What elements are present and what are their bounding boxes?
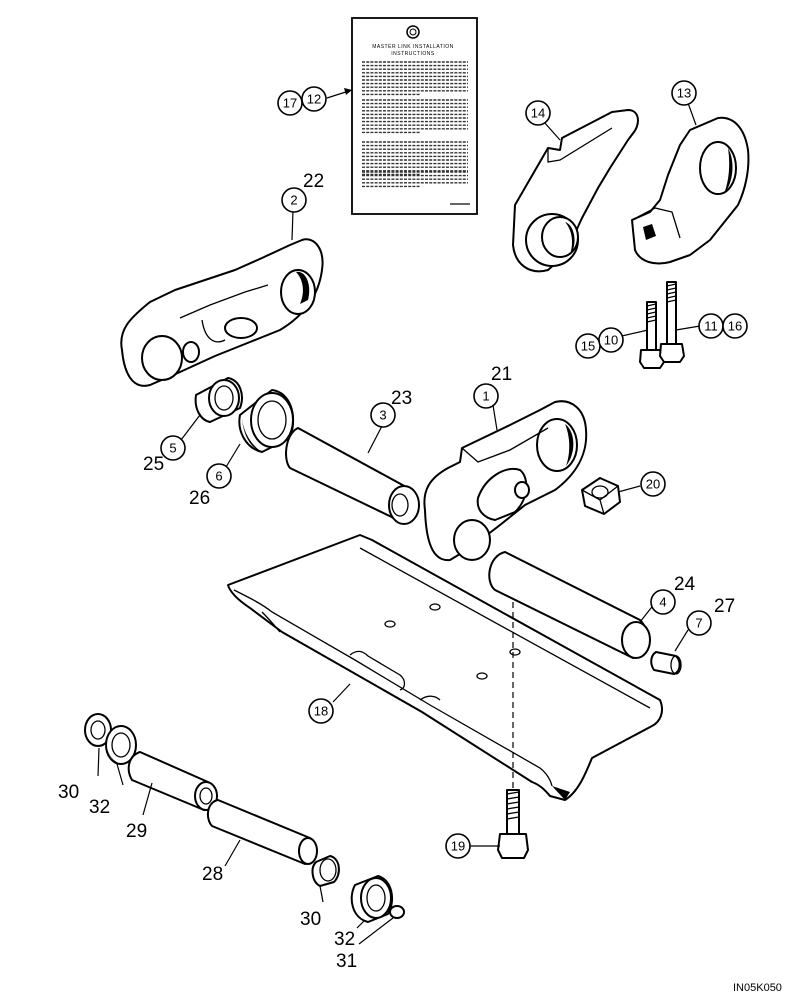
callout-1[interactable]: 1 [473, 383, 499, 409]
callout-15[interactable]: 15 [575, 333, 601, 359]
track-shoe-18 [227, 534, 663, 801]
pin-28 [206, 799, 318, 865]
label-27: 27 [714, 596, 735, 617]
svg-text:17: 17 [283, 96, 297, 111]
seal-32-lower [350, 875, 394, 923]
washer-30-upper [84, 713, 112, 747]
washer-30-lower [311, 855, 340, 887]
bushing-5 [194, 377, 243, 423]
master-link-half-14 [512, 109, 639, 273]
callout-16[interactable]: 16 [722, 313, 748, 339]
pin-3 [285, 427, 420, 525]
svg-text:4: 4 [659, 595, 666, 610]
bolt-19 [497, 789, 529, 859]
svg-text:19: 19 [451, 839, 465, 854]
bushing-29 [127, 751, 218, 811]
callout-12[interactable]: 12 [301, 86, 327, 112]
master-link-half-13 [631, 116, 750, 265]
callout-19[interactable]: 19 [445, 833, 471, 859]
label-29: 29 [126, 821, 147, 842]
callout-11[interactable]: 11 [698, 313, 724, 339]
svg-text:18: 18 [314, 704, 328, 719]
track-link-center [423, 400, 588, 562]
svg-text:12: 12 [307, 92, 321, 107]
plug-7 [650, 651, 682, 675]
figure-code: IN05K050 [733, 982, 782, 994]
instruction-sheet: MASTER LINK INSTALLATION INSTRUCTIONS [351, 17, 478, 215]
sheet-title: MASTER LINK INSTALLATION [372, 44, 454, 50]
callout-13[interactable]: 13 [671, 80, 697, 106]
svg-text:15: 15 [581, 339, 595, 354]
svg-text:3: 3 [379, 408, 386, 423]
svg-text:5: 5 [169, 441, 176, 456]
plug-31 [389, 905, 405, 919]
label-23: 23 [391, 388, 412, 409]
sheet-text-lines [362, 61, 470, 205]
label-28: 28 [202, 864, 223, 885]
svg-text:16: 16 [728, 319, 742, 334]
callout-4[interactable]: 4 [650, 589, 676, 615]
svg-text:11: 11 [704, 319, 718, 334]
callout-14[interactable]: 14 [525, 100, 551, 126]
label-32-lower: 32 [334, 929, 355, 950]
sheet-subtitle: INSTRUCTIONS [391, 51, 435, 57]
svg-text:7: 7 [695, 616, 702, 631]
svg-text:2: 2 [290, 193, 297, 208]
callout-6[interactable]: 6 [206, 463, 232, 489]
label-25: 25 [143, 454, 164, 475]
callout-17[interactable]: 17 [277, 90, 303, 116]
bolt-10 [639, 301, 665, 369]
track-link-upper [120, 238, 324, 387]
callout-2[interactable]: 2 [281, 187, 307, 213]
svg-text:6: 6 [215, 469, 222, 484]
callout-18[interactable]: 18 [308, 698, 334, 724]
callout-20[interactable]: 20 [640, 471, 666, 497]
seal-32-upper [105, 725, 137, 765]
leader-lines [97, 88, 701, 945]
svg-text:20: 20 [646, 477, 660, 492]
nut-20 [581, 477, 621, 515]
bolt-11 [659, 281, 685, 363]
label-22: 22 [303, 171, 324, 192]
label-31: 31 [336, 951, 357, 972]
svg-text:10: 10 [604, 333, 618, 348]
svg-text:14: 14 [531, 106, 545, 121]
label-26: 26 [189, 488, 210, 509]
callout-3[interactable]: 3 [370, 402, 396, 428]
callout-7[interactable]: 7 [686, 610, 712, 636]
pin-4 [488, 551, 651, 659]
label-32-upper: 32 [89, 797, 110, 818]
label-21: 21 [491, 364, 512, 385]
callout-10[interactable]: 10 [598, 327, 624, 353]
callout-5[interactable]: 5 [160, 435, 186, 461]
svg-text:13: 13 [677, 86, 691, 101]
label-30-lower: 30 [300, 909, 321, 930]
label-30-upper: 30 [58, 782, 79, 803]
svg-text:1: 1 [482, 389, 489, 404]
label-24: 24 [674, 574, 696, 595]
seal-6 [238, 389, 295, 453]
